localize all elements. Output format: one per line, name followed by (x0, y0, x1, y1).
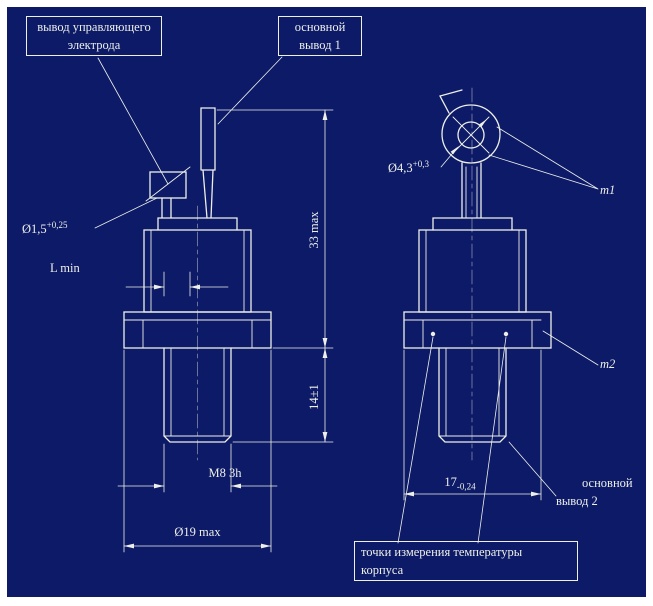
across-flats-value: 17 (444, 475, 457, 489)
label-control-electrode-line1: вывод управляющего (37, 20, 151, 34)
ring-lug-hole (457, 121, 485, 149)
control-electrode-terminal (149, 171, 187, 199)
ext-lines-thread (163, 443, 232, 493)
label-control-electrode: вывод управляющего электрода (26, 16, 162, 57)
label-thread-spec: M8 3h (208, 466, 242, 480)
leader-control-electrode (97, 57, 169, 185)
right-body-edges (425, 229, 520, 313)
right-ceramic-body (418, 229, 527, 313)
leader-wire-dia (94, 197, 158, 229)
right-stud-thread-lines (438, 347, 507, 437)
label-terminal-2-line1: основной (582, 476, 633, 490)
leader-m1 (488, 126, 599, 190)
wire-diameter-value: Ø1,5 (22, 222, 47, 237)
left-body-edges (150, 229, 245, 313)
ext-lines-height (216, 109, 334, 443)
arrowheads (124, 110, 541, 549)
label-m1: m1 (600, 183, 616, 197)
label-terminal-1: основной вывод 1 (278, 16, 362, 57)
leader-m2 (542, 330, 599, 366)
right-flange-facets (422, 319, 533, 349)
label-wire-diameter: Ø1,5+0,25 (22, 219, 67, 238)
label-temp-points-line2: корпуса (361, 563, 404, 578)
right-hex-flange (403, 311, 552, 349)
control-lead-pin (161, 197, 172, 219)
dimension-lines (117, 109, 542, 553)
dim-14: 14±1 (306, 384, 321, 410)
ring-lug-tab (439, 89, 463, 114)
center-lines (197, 87, 473, 461)
leader-terminal-1 (217, 56, 283, 125)
ext-lines-l-min (163, 271, 191, 297)
hole-diameter-value: Ø4,3 (388, 161, 413, 176)
dim-33-max: 33 max (306, 211, 321, 249)
left-hex-flange (123, 311, 272, 349)
label-hole-diameter: Ø4,3+0,3 (388, 158, 429, 177)
label-terminal-1-line2: вывод 1 (299, 38, 341, 53)
left-stud-thread-lines (163, 347, 232, 437)
right-neck (461, 162, 482, 219)
label-m2: m2 (600, 357, 616, 371)
right-threaded-stud (438, 347, 507, 443)
main-lead-taper (202, 169, 214, 219)
label-l-min: L min (50, 261, 80, 275)
hole-diameter-tolerance: +0,3 (412, 159, 429, 169)
right-neck-edges (465, 166, 478, 219)
leader-temp-points (397, 336, 507, 544)
left-view-outline (123, 107, 272, 443)
right-view-outline (403, 89, 552, 443)
dim-across-flats: 17-0,24 (420, 473, 500, 494)
ext-lines-flats (403, 349, 542, 501)
left-threaded-stud (163, 347, 232, 443)
temp-measure-point-1 (430, 331, 436, 337)
left-flange-facets (142, 319, 253, 349)
blueprint-background (7, 7, 646, 597)
across-flats-tolerance: -0,24 (456, 481, 476, 492)
main-lead-pin (200, 107, 216, 171)
leader-lines (94, 56, 599, 544)
label-terminal-2-line2: вывод 2 (556, 494, 598, 508)
temp-measure-point-2 (503, 331, 509, 337)
wire-diameter-tolerance: +0,25 (46, 220, 68, 230)
label-terminal-1-line1: основной (294, 20, 346, 34)
label-temp-measure-points: точки измерения температуры корпуса (354, 541, 578, 582)
right-top-cap (432, 217, 513, 231)
left-top-cap (157, 217, 238, 231)
label-temp-points-line1: точки измерения температуры (361, 545, 523, 559)
ring-lug-outer (441, 104, 501, 164)
leader-terminal-2 (508, 441, 557, 497)
label-control-electrode-line2: электрода (67, 38, 121, 53)
dim-flange-diameter: Ø19 max (174, 525, 221, 539)
ext-lines-flange-dia (123, 349, 272, 553)
